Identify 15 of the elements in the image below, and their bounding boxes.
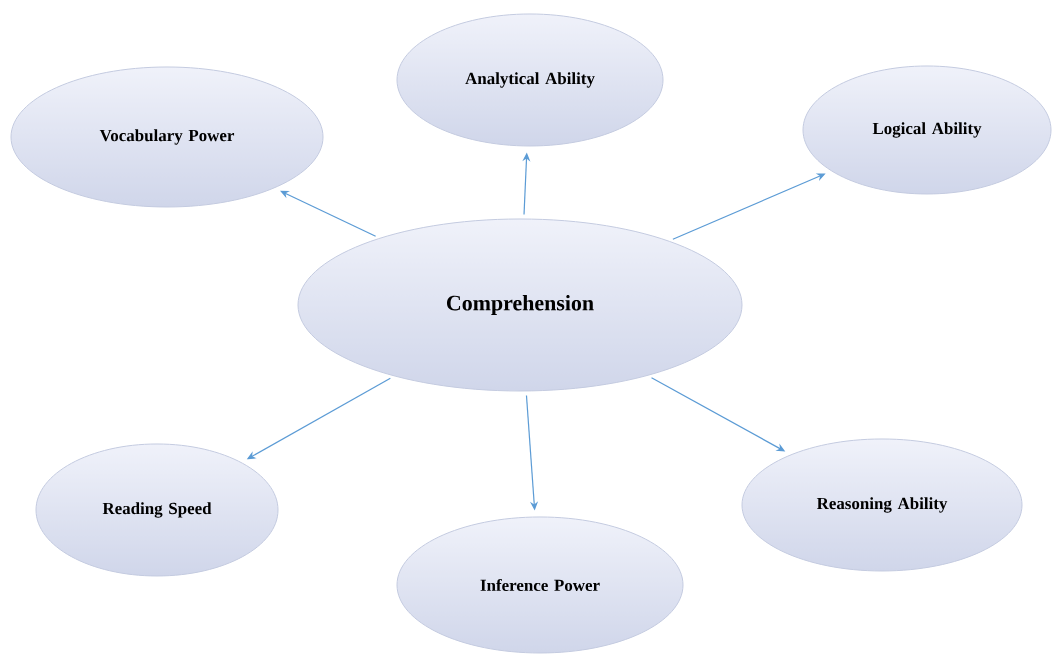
ellipse-node xyxy=(741,438,1023,572)
node-label: Inference Power xyxy=(480,578,600,592)
ellipse-node xyxy=(35,443,279,577)
ellipse-node xyxy=(10,66,324,208)
ellipse-node xyxy=(802,65,1052,195)
node-label: Vocabulary Power xyxy=(99,129,235,145)
node-label: Reasoning Ability xyxy=(816,497,948,513)
node-label: Comprehension xyxy=(447,295,594,315)
arrow xyxy=(280,190,377,237)
ellipse-node xyxy=(396,13,664,147)
ellipse-node xyxy=(297,218,743,392)
node-label: Reading Speed xyxy=(102,502,212,518)
node-label: Logical Ability xyxy=(872,122,982,138)
node-label: Analytical Ability xyxy=(465,72,595,88)
ellipse-node xyxy=(396,516,684,654)
